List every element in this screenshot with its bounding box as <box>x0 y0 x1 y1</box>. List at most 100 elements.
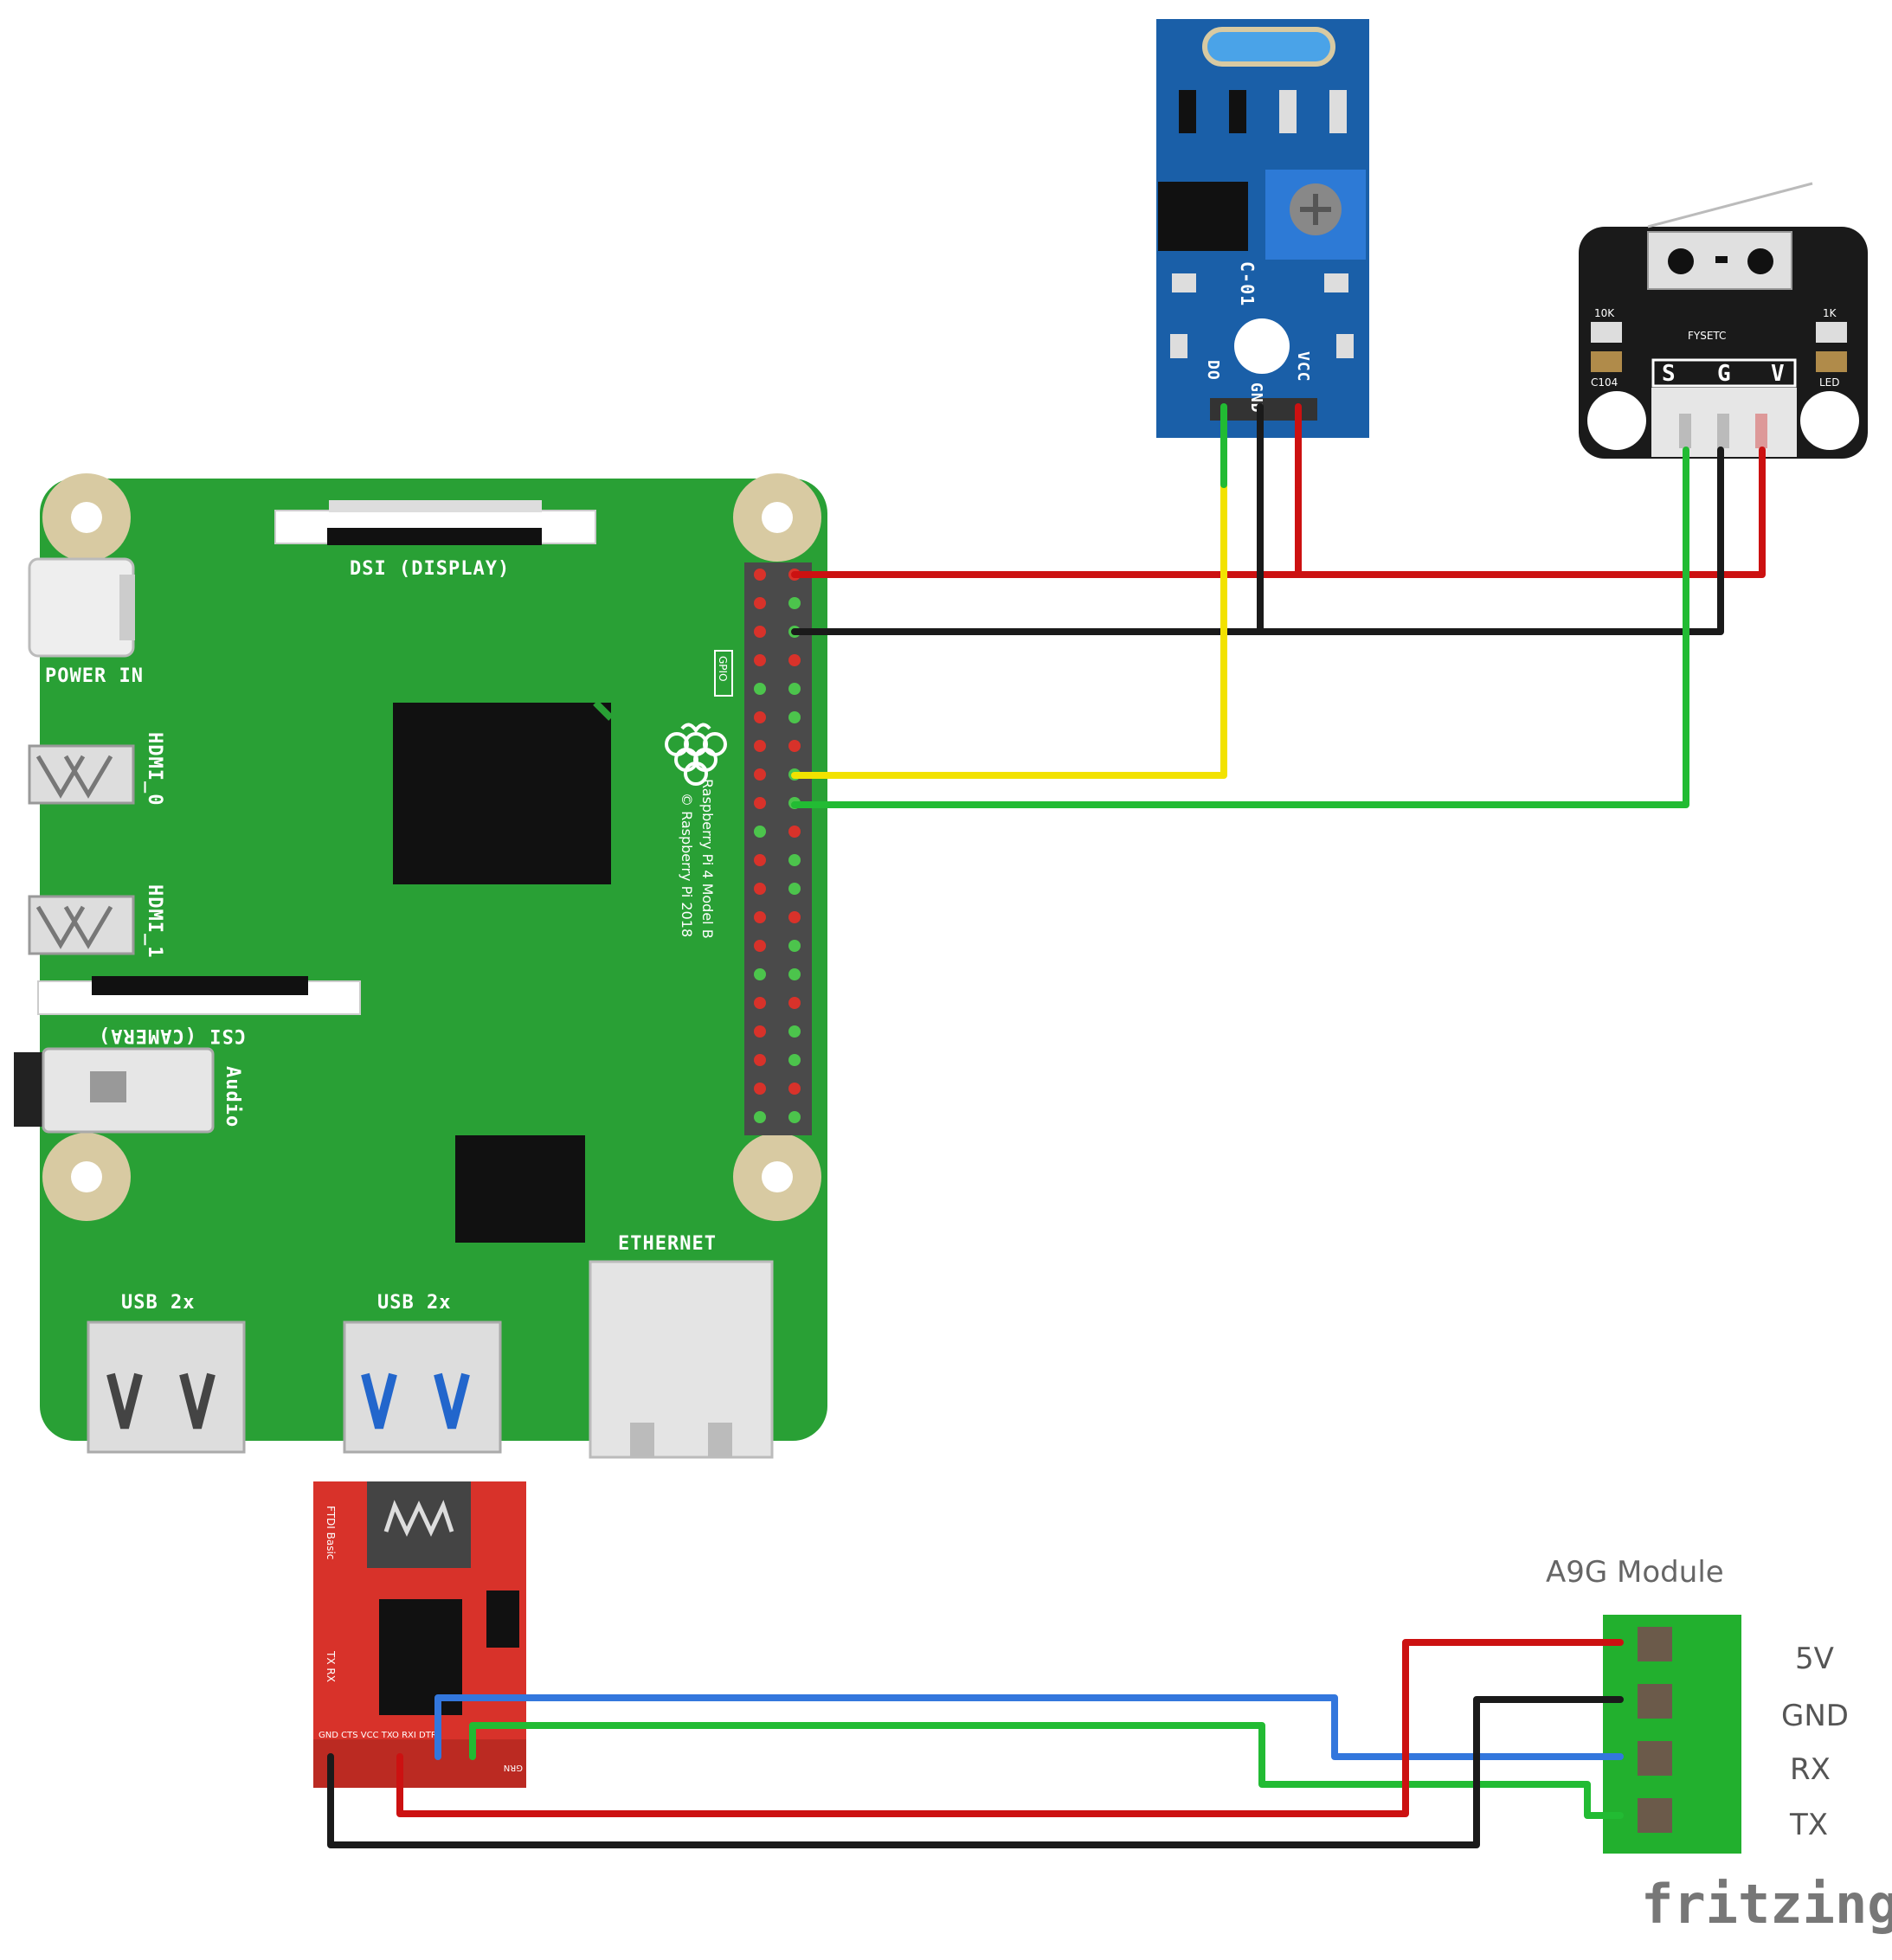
gpio-pin <box>788 740 801 752</box>
ftdi-side-label: GRN <box>504 1763 523 1772</box>
gpio-pin <box>788 968 801 980</box>
wire-ftdi-red <box>396 1639 1624 1817</box>
soc-chip <box>393 703 611 884</box>
fritzing-watermark: fritzing <box>1641 1873 1892 1936</box>
wire-ftdi-blue <box>434 1694 1624 1760</box>
gpio-pin <box>754 968 766 980</box>
wire-gnd-black <box>791 447 1724 635</box>
gpio-pin <box>754 1111 766 1123</box>
gpio-pin <box>788 1025 801 1038</box>
sound-sensor-module: C-01 DO GND VCC <box>1156 19 1369 438</box>
power-usb-c-port <box>28 557 135 658</box>
a9g-pin-5v: 5V <box>1795 1642 1834 1676</box>
gpio-pin <box>754 1083 766 1095</box>
sensor-pin-do: DO <box>1204 360 1222 381</box>
gpio-pin <box>788 683 801 695</box>
gpio-pin <box>788 911 801 923</box>
gpio-pin <box>754 940 766 952</box>
usb2-port <box>87 1321 246 1454</box>
ethernet-label: ETHERNET <box>618 1233 717 1255</box>
switch-pin-s: S <box>1662 361 1676 387</box>
dsi-connector <box>274 500 596 545</box>
gpio-pin <box>788 883 801 895</box>
gpio-pin <box>788 997 801 1009</box>
raspberry-pi-board: DSI (DISPLAY) POWER IN HDMI_0 HDMI_1 CSI… <box>14 473 827 1459</box>
gpio-pin <box>754 654 766 666</box>
gpio-pin <box>754 1025 766 1038</box>
gpio-pin <box>788 654 801 666</box>
ftdi-rxtx-label: TX RX <box>325 1650 337 1682</box>
gpio-pin <box>788 1083 801 1095</box>
model-label: Raspberry Pi 4 Model B <box>699 779 716 939</box>
dsi-label: DSI (DISPLAY) <box>350 558 510 580</box>
wire-ftdi-green <box>469 1722 1624 1819</box>
gpio-pin <box>788 1111 801 1123</box>
hdmi0-label: HDMI_0 <box>144 732 165 806</box>
gpio-pin <box>754 826 766 838</box>
csi-connector <box>37 976 361 1015</box>
usb-label-1: USB 2x <box>121 1292 195 1314</box>
wire-sensor-do-yellow <box>791 481 1227 779</box>
a9g-pin-rx: RX <box>1790 1752 1831 1787</box>
switch-pin-g: G <box>1717 361 1732 387</box>
wire-vcc-red <box>791 447 1766 578</box>
gpio-pin <box>754 854 766 866</box>
gpio-pin <box>788 597 801 609</box>
hdmi1-port <box>28 895 135 955</box>
copyright-label: © Raspberry Pi 2018 <box>679 793 695 937</box>
limit-switch-module: FYSETC 10K 1K C104 LED S G V <box>1579 182 1868 459</box>
wires <box>327 403 1766 1848</box>
raspberry-logo-icon <box>665 723 727 786</box>
ram-chip <box>455 1135 585 1243</box>
a9g-module <box>1603 1615 1741 1854</box>
switch-c1: C104 <box>1591 376 1618 389</box>
gpio-pin <box>788 854 801 866</box>
gpio-pin <box>754 911 766 923</box>
svg-text:GPIO: GPIO <box>717 656 729 682</box>
gpio-pin <box>754 569 766 581</box>
gpio-pin <box>788 940 801 952</box>
gpio-pin <box>754 711 766 723</box>
gpio-pin <box>754 883 766 895</box>
switch-r2: 1K <box>1823 307 1837 319</box>
power-in-label: POWER IN <box>45 665 144 687</box>
ftdi-basic-board: FTDI Basic TX RX GND CTS VCC TXO RXI DTR… <box>313 1481 526 1788</box>
ethernet-port <box>589 1260 774 1459</box>
a9g-title: A9G Module <box>1546 1555 1724 1590</box>
mounting-hole-icon <box>42 473 821 1221</box>
audio-label: Audio <box>222 1066 243 1128</box>
a9g-pin-gnd: GND <box>1781 1699 1849 1733</box>
sensor-pin-vcc: VCC <box>1294 351 1312 382</box>
ftdi-header-label: GND CTS VCC TXO RXI DTR <box>319 1731 437 1740</box>
gpio-pin <box>754 740 766 752</box>
gpio-pin <box>754 683 766 695</box>
gpio-pin <box>754 797 766 809</box>
gpio-pin <box>754 997 766 1009</box>
audio-jack <box>14 1047 215 1134</box>
wire-switch-signal-green <box>791 447 1689 808</box>
ftdi-board-label: FTDI Basic <box>325 1506 337 1559</box>
wire-ftdi-black <box>327 1696 1624 1848</box>
gpio-pin <box>788 826 801 838</box>
a9g-pin-tx: TX <box>1789 1808 1828 1842</box>
gpio-pin <box>754 768 766 781</box>
gpio-label-box: GPIO <box>714 650 733 697</box>
gpio-pin <box>754 626 766 638</box>
gpio-pin <box>754 597 766 609</box>
gpio-pin <box>754 1054 766 1066</box>
hdmi1-label: HDMI_1 <box>144 884 165 958</box>
csi-label: CSI (CAMERA) <box>98 1025 246 1046</box>
switch-pin-v: V <box>1771 361 1786 387</box>
switch-r1: 10K <box>1594 307 1615 319</box>
sensor-chip-label: C-01 <box>1237 261 1258 306</box>
usb-label-2: USB 2x <box>377 1292 451 1314</box>
gpio-header <box>744 562 812 1135</box>
gpio-pin <box>788 711 801 723</box>
gpio-pin <box>788 1054 801 1066</box>
hdmi0-port <box>28 744 135 805</box>
switch-brand: FYSETC <box>1688 330 1726 342</box>
switch-led: LED <box>1819 376 1840 389</box>
usb3-port <box>343 1321 502 1454</box>
